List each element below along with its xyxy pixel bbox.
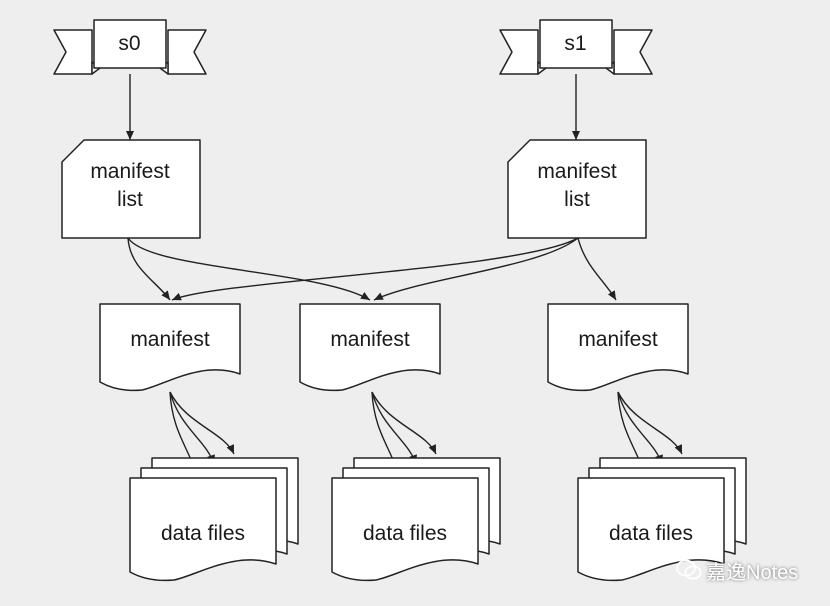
watermark-text: 嘉逸Notes — [706, 561, 799, 584]
manifest-0-box — [99, 303, 241, 392]
edge-list1-m0 — [171, 237, 579, 301]
edge-list0-m1 — [127, 237, 371, 301]
edge-list0-m0 — [127, 237, 171, 301]
manifest-1-box — [299, 303, 441, 392]
edge-m2-data-b — [617, 391, 663, 465]
edge-list1-m1 — [373, 237, 579, 301]
edge-m2-data-c — [617, 391, 683, 455]
manifest-2-box — [547, 303, 689, 392]
manifest-1-label: manifest — [330, 328, 410, 351]
manifest-list-0-label: manifest list — [90, 160, 170, 211]
data-files-2-stack — [577, 457, 747, 582]
snapshot-s0-label: s0 — [118, 32, 141, 55]
manifest-list-0-box — [61, 139, 201, 239]
edge-m0-data-b — [169, 391, 215, 465]
wechat-icon — [676, 559, 702, 580]
data-files-1-label: data files — [362, 522, 448, 545]
snapshot-s1-label: s1 — [564, 32, 587, 55]
edge-m0-data-c — [169, 391, 235, 455]
snapshot-s1-banner — [499, 19, 653, 75]
edge-m1-data-b — [371, 391, 417, 465]
manifest-2-label: manifest — [578, 328, 658, 351]
data-files-0-stack — [129, 457, 299, 582]
manifest-list-1-box — [507, 139, 647, 239]
snapshot-s0-banner — [53, 19, 207, 75]
manifest-0-label: manifest — [130, 328, 210, 351]
data-files-1-stack — [331, 457, 501, 582]
data-files-2-label: data files — [608, 522, 694, 545]
watermark: 嘉逸Notes — [676, 556, 798, 584]
edge-m1-data-c — [371, 391, 437, 455]
data-files-0-label: data files — [160, 522, 246, 545]
manifest-list-1-label: manifest list — [537, 160, 617, 211]
edge-list1-m2 — [577, 237, 617, 301]
